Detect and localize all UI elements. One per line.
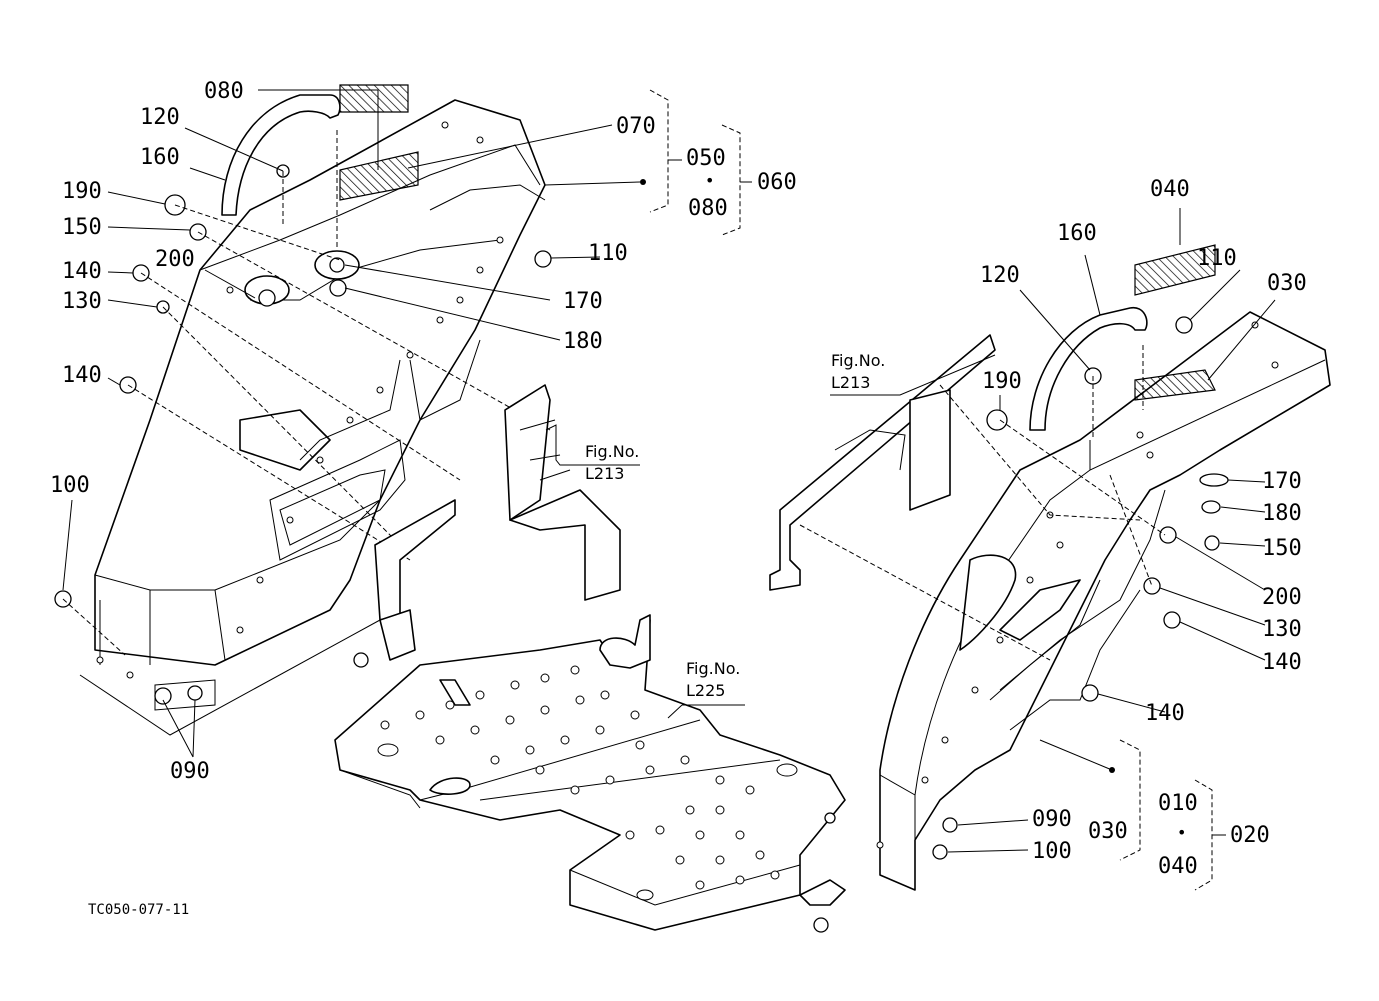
callout-130: 130 xyxy=(62,289,102,314)
callout-150-right: 150 xyxy=(1262,536,1302,561)
callout-150: 150 xyxy=(62,215,102,240)
right-mount-bracket xyxy=(769,334,996,591)
fig-ref-number-2[interactable]: L213 xyxy=(831,373,870,392)
callout-120-right: 120 xyxy=(980,263,1020,288)
callout-030: 030 xyxy=(1267,271,1307,296)
callout-130-right: 130 xyxy=(1262,617,1302,642)
separator-dot-right: • xyxy=(1177,823,1186,842)
callout-070: 070 xyxy=(616,114,656,139)
callout-120: 120 xyxy=(140,105,180,130)
callout-labels-left: 080 120 160 190 150 200 140 130 140 100 … xyxy=(50,79,797,784)
fig-ref-prefix-2[interactable]: Fig.No. xyxy=(831,351,885,370)
callout-160-right: 160 xyxy=(1057,221,1097,246)
callout-110: 110 xyxy=(588,241,628,266)
callout-090-right: 090 xyxy=(1032,807,1072,832)
callout-100: 100 xyxy=(50,473,90,498)
callout-140-right-upper: 140 xyxy=(1262,650,1302,675)
floor-plate xyxy=(334,614,846,933)
callout-200-right: 200 xyxy=(1262,585,1302,610)
callout-170: 170 xyxy=(563,289,603,314)
callout-170-right: 170 xyxy=(1262,469,1302,494)
callout-020: 020 xyxy=(1230,823,1270,848)
callout-180: 180 xyxy=(563,329,603,354)
callout-060: 060 xyxy=(757,170,797,195)
right-assembly-lines xyxy=(799,345,1166,661)
left-mount-bracket xyxy=(353,384,621,668)
callout-190: 190 xyxy=(62,179,102,204)
callout-200: 200 xyxy=(155,247,195,272)
callout-090: 090 xyxy=(170,759,210,784)
left-assembly-lines xyxy=(62,130,551,656)
callout-030-group: 030 xyxy=(1088,819,1128,844)
fig-ref-number-3[interactable]: L225 xyxy=(686,681,725,700)
callout-080: 080 xyxy=(204,79,244,104)
callout-110-right: 110 xyxy=(1197,246,1237,271)
leader-lines xyxy=(62,89,1276,891)
fig-ref-number-1[interactable]: L213 xyxy=(585,464,624,483)
callout-180-right: 180 xyxy=(1262,501,1302,526)
callout-140-upper: 140 xyxy=(62,259,102,284)
callout-100-right: 100 xyxy=(1032,839,1072,864)
fig-ref-prefix-3[interactable]: Fig.No. xyxy=(686,659,740,678)
figure-references: Fig.No. L213 Fig.No. L213 Fig.No. L225 xyxy=(585,351,885,700)
callout-080-group: 080 xyxy=(688,196,728,221)
left-fender xyxy=(54,84,552,736)
floor-holes xyxy=(380,665,780,890)
callout-140-right-lower: 140 xyxy=(1145,701,1185,726)
callout-050: 050 xyxy=(686,146,726,171)
callout-190-right: 190 xyxy=(982,369,1022,394)
callout-160: 160 xyxy=(140,145,180,170)
callout-040: 040 xyxy=(1150,177,1190,202)
separator-dot-left: • xyxy=(705,171,714,190)
drawing-code: TC050-077-11 xyxy=(88,902,189,918)
fig-ref-prefix-1[interactable]: Fig.No. xyxy=(585,442,639,461)
right-fender xyxy=(876,244,1331,891)
callout-010: 010 xyxy=(1158,791,1198,816)
callout-040-group: 040 xyxy=(1158,854,1198,879)
callout-140-lower: 140 xyxy=(62,363,102,388)
callout-labels-right: 040 160 110 030 120 190 170 180 150 200 … xyxy=(980,177,1307,879)
